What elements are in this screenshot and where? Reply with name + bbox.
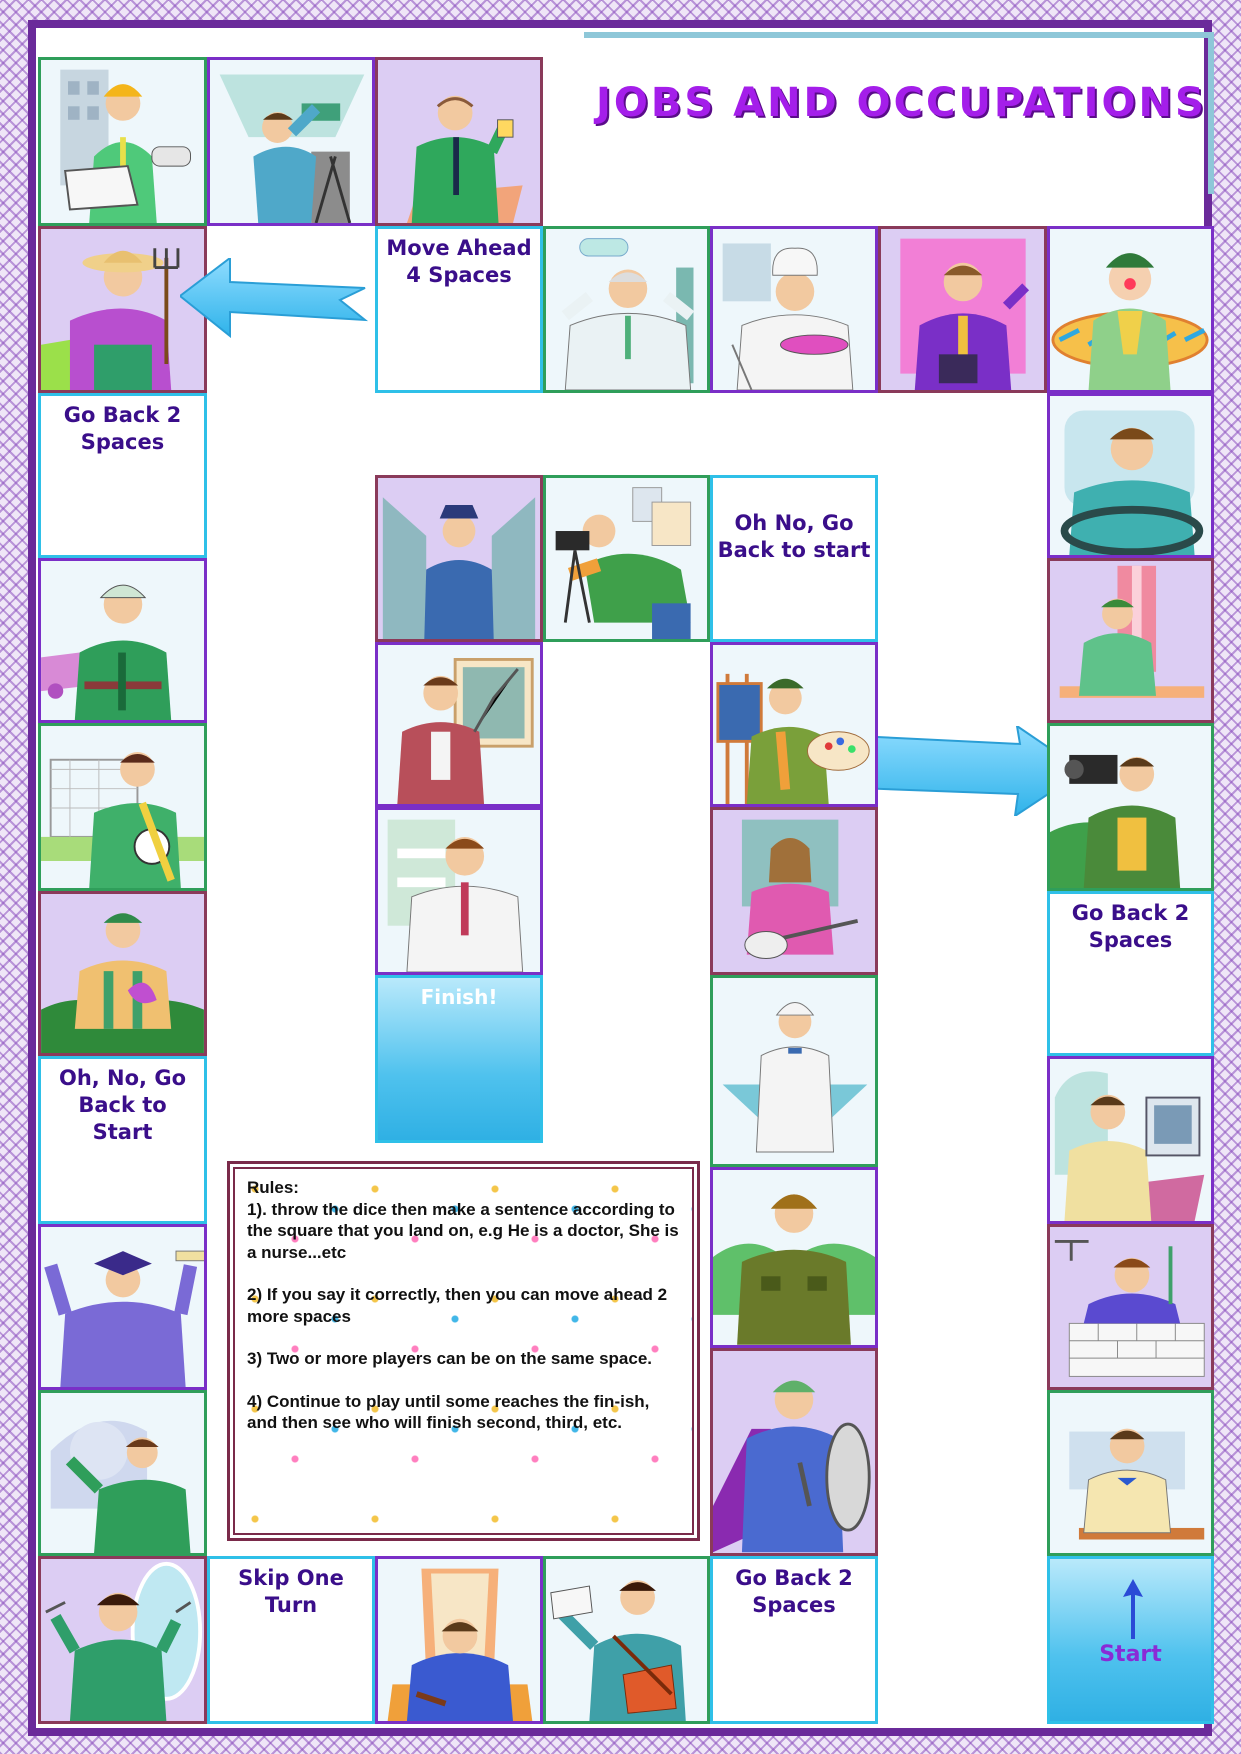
big-left-arrow-icon — [178, 255, 370, 339]
square-oh-no-left[interactable]: Oh, No, Go Back to Start — [38, 1056, 207, 1224]
bricklayer-picture — [1054, 1240, 1205, 1377]
rule-2: 2) If you say it correctly, then you can… — [247, 1285, 668, 1326]
artist-picture — [716, 673, 870, 804]
cameraman-picture — [1050, 754, 1181, 888]
driver-picture — [1060, 410, 1204, 555]
job-square-hunter[interactable] — [710, 1167, 878, 1348]
hairdresser-picture — [45, 1561, 203, 1721]
square-go-back-2-right[interactable]: Go Back 2 Spaces — [1047, 891, 1214, 1056]
square-start[interactable]: Start — [1047, 1556, 1214, 1724]
judge-picture — [387, 1568, 533, 1721]
rule-1: 1). throw the dice then make a sentence … — [247, 1199, 679, 1262]
guide-picture — [50, 1420, 191, 1553]
job-square-mechanic-tyre[interactable] — [710, 1348, 878, 1556]
job-square-judge[interactable] — [375, 1556, 543, 1724]
carpenter-picture — [1059, 565, 1205, 698]
mechanic-picture — [561, 238, 695, 390]
chef-picture — [722, 243, 854, 390]
graduate-picture — [44, 1250, 204, 1387]
job-square-doctor[interactable] — [375, 807, 543, 975]
square-skip-one-turn-label: Skip One Turn — [238, 1566, 344, 1617]
waiter-picture — [1069, 1428, 1205, 1540]
square-move-ahead-4-label: Move Ahead 4 Spaces — [386, 236, 532, 287]
square-start-label: Start — [1099, 1642, 1162, 1667]
job-square-soldier[interactable] — [38, 558, 207, 723]
square-skip-one-turn[interactable]: Skip One Turn — [207, 1556, 375, 1724]
title-frame-top — [584, 32, 1214, 38]
postman-picture — [550, 1580, 686, 1721]
square-go-back-2-bottom-label: Go Back 2 Spaces — [735, 1566, 853, 1617]
computer-operator-picture — [1054, 1071, 1205, 1221]
job-square-policeman[interactable] — [375, 475, 543, 642]
photographer-picture — [555, 487, 692, 639]
job-square-postman[interactable] — [543, 1556, 710, 1724]
job-square-surveyor[interactable] — [207, 57, 375, 226]
engineer-picture — [60, 69, 191, 223]
square-oh-no-center-label: Oh No, Go Back to start — [717, 511, 871, 562]
soldier-picture — [41, 584, 172, 720]
scientist-picture — [406, 95, 523, 223]
sailor-picture — [722, 1002, 868, 1153]
job-square-footballer[interactable] — [38, 723, 207, 891]
job-square-waiter[interactable] — [1047, 1390, 1214, 1556]
policeman-picture — [382, 497, 536, 639]
rule-4: 4) Continue to play until some reaches t… — [247, 1391, 650, 1433]
musician-picture — [741, 819, 859, 959]
job-square-guide[interactable] — [38, 1390, 207, 1556]
doctor-picture — [387, 819, 524, 972]
rules-heading: Rules: — [247, 1178, 299, 1197]
job-square-chef[interactable] — [710, 226, 878, 393]
surveyor-picture — [219, 74, 365, 223]
job-square-carpenter[interactable] — [1047, 558, 1214, 723]
up-arrow-icon — [1123, 1579, 1143, 1639]
job-square-driver[interactable] — [1047, 393, 1214, 558]
square-finish-label: Finish! — [420, 985, 498, 1009]
farmer-picture — [41, 248, 180, 390]
square-go-back-2-bottom[interactable]: Go Back 2 Spaces — [710, 1556, 878, 1724]
job-square-sailor[interactable] — [710, 975, 878, 1167]
job-square-graduate[interactable] — [38, 1224, 207, 1390]
magician-picture — [900, 238, 1030, 390]
rule-3: 3) Two or more players can be on the sam… — [247, 1349, 652, 1368]
square-move-ahead-4[interactable]: Move Ahead 4 Spaces — [375, 226, 543, 393]
job-square-engineer[interactable] — [38, 57, 207, 226]
square-oh-no-left-label: Oh, No, Go Back to Start — [58, 1066, 187, 1144]
square-go-back-2-left[interactable]: Go Back 2 Spaces — [38, 393, 207, 558]
job-square-cameraman[interactable] — [1047, 723, 1214, 891]
teacher-picture — [397, 658, 534, 804]
job-square-photographer[interactable] — [543, 475, 710, 642]
job-square-magician[interactable] — [878, 226, 1047, 393]
rules-content: Rules: 1). throw the dice then make a se… — [233, 1167, 694, 1535]
job-square-clown[interactable] — [1047, 226, 1214, 393]
square-go-back-2-right-label: Go Back 2 Spaces — [1071, 901, 1190, 952]
job-square-artist[interactable] — [710, 642, 878, 807]
job-square-musician[interactable] — [710, 807, 878, 975]
mechanic-tyre-picture — [713, 1380, 871, 1553]
square-finish[interactable]: Finish! — [375, 975, 543, 1143]
job-square-teacher[interactable] — [375, 642, 543, 807]
job-square-computer-operator[interactable] — [1047, 1056, 1214, 1224]
job-square-hairdresser[interactable] — [38, 1556, 207, 1724]
gardener-picture — [41, 913, 204, 1053]
title-frame-right — [1208, 32, 1214, 194]
job-square-gardener[interactable] — [38, 891, 207, 1056]
title-frame — [584, 32, 1214, 194]
square-oh-no-center[interactable]: Oh No, Go Back to start — [710, 475, 878, 642]
footballer-picture — [41, 752, 204, 888]
job-square-bricklayer[interactable] — [1047, 1224, 1214, 1390]
job-square-farmer[interactable] — [38, 226, 207, 393]
board-title: JOBS AND OCCUPATIONS — [596, 80, 1207, 126]
clown-picture — [1051, 253, 1209, 390]
square-go-back-2-left-label: Go Back 2 Spaces — [63, 403, 182, 454]
rules-panel: Rules: 1). throw the dice then make a se… — [227, 1161, 700, 1541]
job-square-mechanic[interactable] — [543, 226, 710, 393]
job-square-scientist[interactable] — [375, 57, 543, 226]
hunter-picture — [713, 1194, 875, 1345]
